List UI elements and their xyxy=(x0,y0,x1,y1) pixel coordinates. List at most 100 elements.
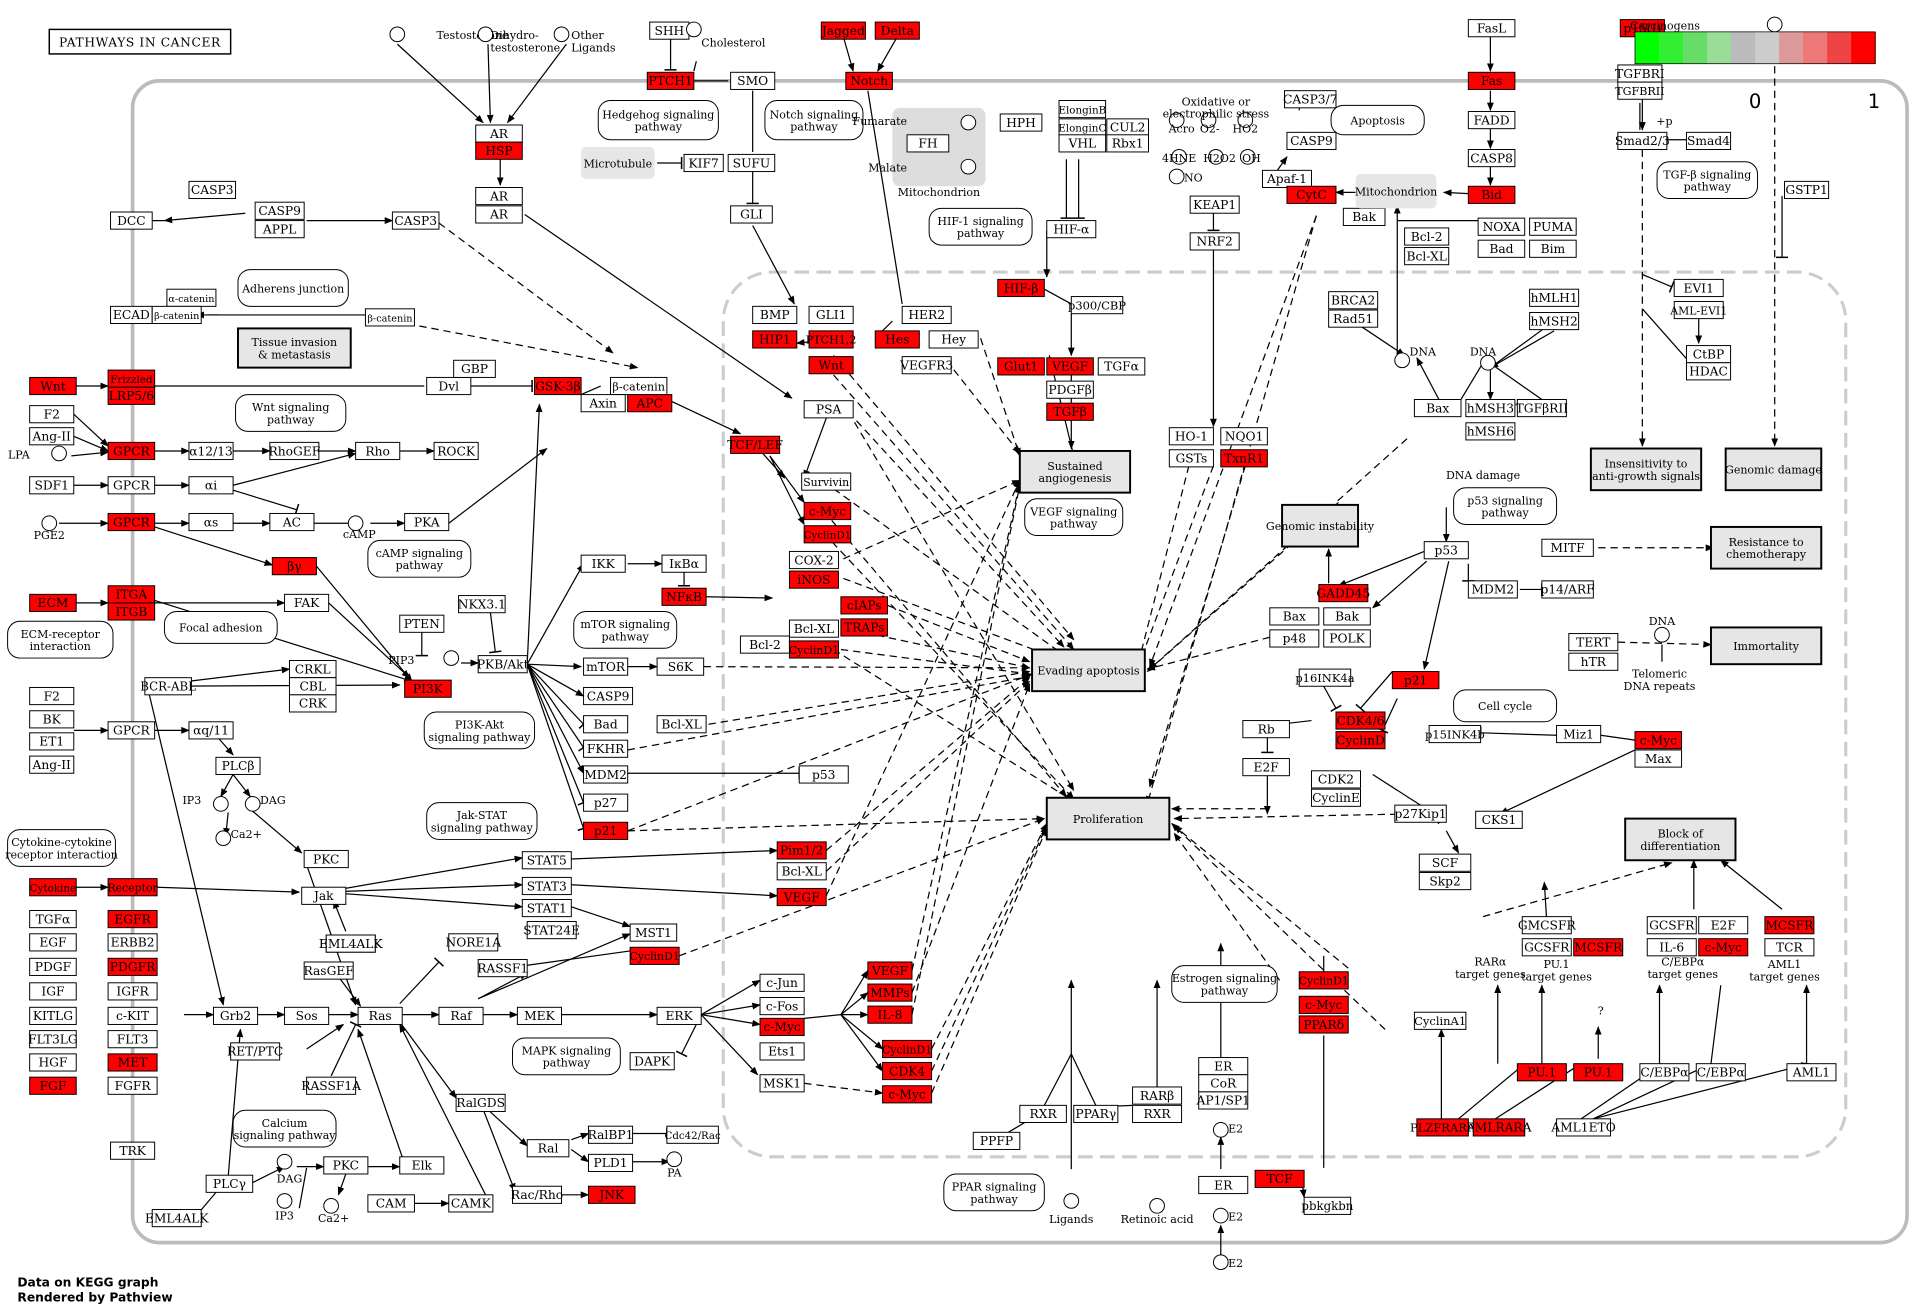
gene-node-ikba[interactable]: IκBα xyxy=(661,554,707,573)
gene-box[interactable] xyxy=(107,476,156,495)
compound-cholesterol[interactable]: Cholesterol xyxy=(686,21,766,50)
gene-box[interactable] xyxy=(928,330,979,349)
gene-box[interactable] xyxy=(583,821,629,840)
gene-box[interactable] xyxy=(1220,449,1268,468)
gene-node-igfr[interactable]: IGFR xyxy=(107,982,158,1001)
gene-box[interactable] xyxy=(1467,149,1516,168)
gene-box[interactable] xyxy=(808,356,854,375)
gene-node-aml1[interactable]: AML1 xyxy=(1786,1063,1837,1082)
gene-box[interactable] xyxy=(1132,1104,1183,1123)
gene-box[interactable] xyxy=(901,305,952,325)
compound-dna2[interactable]: DNA xyxy=(1470,345,1497,371)
compound-acro[interactable]: Acro xyxy=(1168,112,1195,136)
gene-box[interactable] xyxy=(1573,1063,1624,1082)
gene-node-rb[interactable]: Rb xyxy=(1242,720,1290,739)
gene-box[interactable] xyxy=(803,400,854,419)
compound-circle[interactable] xyxy=(323,1197,339,1214)
gene-node-glut1[interactable]: Glut1 xyxy=(997,357,1045,376)
gene-box[interactable] xyxy=(730,205,773,224)
gene-node-gpcr1[interactable]: GPCR xyxy=(107,441,156,461)
gene-box[interactable] xyxy=(1310,788,1361,807)
gene-node-keap1[interactable]: KEAP1 xyxy=(1189,195,1240,214)
gene-box[interactable] xyxy=(212,1006,259,1025)
gene-node-bcatenin1[interactable]: β-catenin xyxy=(151,305,202,325)
gene-node-dapk[interactable]: DAPK xyxy=(629,1052,675,1071)
gene-node-egf[interactable]: EGF xyxy=(29,933,77,952)
gene-box[interactable] xyxy=(1404,227,1450,246)
gene-node-tgfa2[interactable]: TGFα xyxy=(1097,357,1146,376)
gene-box[interactable] xyxy=(752,330,798,349)
gene-node-flt3[interactable]: FLT3 xyxy=(107,1030,158,1049)
gene-box[interactable] xyxy=(1106,134,1149,153)
phenotype-immort[interactable]: Immortality xyxy=(1709,626,1823,666)
gene-node-casp3b[interactable]: CASP3 xyxy=(391,211,440,230)
gene-box[interactable] xyxy=(1242,720,1290,739)
gene-box[interactable] xyxy=(1310,770,1361,789)
gene-node-tcflef[interactable]: TCF/LEF xyxy=(727,435,783,454)
gene-box[interactable] xyxy=(511,1185,562,1204)
gene-box[interactable] xyxy=(1303,1196,1352,1215)
gene-node-smad23[interactable]: Smad2/3 xyxy=(1615,131,1670,150)
compound-malate[interactable]: Malate xyxy=(868,158,977,175)
gene-node-gsts[interactable]: GSTs xyxy=(1168,449,1214,468)
gene-node-cdk2[interactable]: CDK2 xyxy=(1310,770,1361,789)
pathway-box[interactable] xyxy=(764,99,864,141)
phenotype-box[interactable] xyxy=(581,147,655,179)
gene-node-p300cbp[interactable]: p300/CBP xyxy=(1068,296,1126,315)
gene-node-elonginb[interactable]: ElonginB xyxy=(1058,99,1106,119)
gene-box[interactable] xyxy=(448,933,499,952)
gene-node-smad4[interactable]: Smad4 xyxy=(1685,131,1732,150)
gene-box[interactable] xyxy=(29,593,77,612)
gene-box[interactable] xyxy=(1467,185,1516,204)
gene-box[interactable] xyxy=(107,1030,158,1049)
pathway-box[interactable] xyxy=(232,1109,337,1148)
phenotype-box[interactable] xyxy=(1589,447,1703,492)
gene-node-rarb[interactable]: RARβ xyxy=(1132,1086,1183,1105)
gene-box[interactable] xyxy=(188,512,234,532)
compound-e2b[interactable]: E2 xyxy=(1212,1207,1243,1224)
gene-node-casp9b[interactable]: CASP9 xyxy=(1286,131,1337,150)
gene-box[interactable] xyxy=(301,886,347,905)
compound-dagb[interactable]: DAG xyxy=(277,1153,303,1186)
gene-node-hmlh1[interactable]: hMLH1 xyxy=(1529,288,1580,307)
pathway-box[interactable] xyxy=(426,802,538,840)
gene-node-ptch1[interactable]: PTCH1 xyxy=(646,71,695,90)
gene-node-raf[interactable]: Raf xyxy=(438,1006,484,1025)
gene-box[interactable] xyxy=(882,1039,933,1059)
gene-box[interactable] xyxy=(151,305,202,325)
gene-box[interactable] xyxy=(1413,1011,1467,1030)
gene-node-tgfbr2[interactable]: TGFBRII xyxy=(1615,81,1665,100)
pathway-box[interactable] xyxy=(1656,161,1759,200)
gene-box[interactable] xyxy=(1556,1118,1611,1137)
gene-box[interactable] xyxy=(867,983,913,1002)
gene-node-met[interactable]: MET xyxy=(107,1053,158,1072)
gene-node-jagged[interactable]: Jagged xyxy=(820,21,866,40)
gene-node-puma[interactable]: PUMA xyxy=(1529,217,1577,236)
gene-node-trk[interactable]: TRK xyxy=(110,1141,156,1160)
gene-node-egfr[interactable]: EGFR xyxy=(107,910,158,929)
gene-node-ap1sp1[interactable]: AP1/SP1 xyxy=(1196,1091,1250,1110)
gene-box[interactable] xyxy=(583,793,629,812)
gene-box[interactable] xyxy=(1568,633,1619,652)
gene-box[interactable] xyxy=(1477,239,1526,258)
pathway-box[interactable] xyxy=(1330,104,1425,136)
gene-box[interactable] xyxy=(1413,399,1462,418)
compound-circle[interactable] xyxy=(477,26,494,43)
gene-box[interactable] xyxy=(1568,652,1619,671)
gene-node-brca2[interactable]: BRCA2 xyxy=(1328,291,1379,310)
gene-box[interactable] xyxy=(1695,1063,1746,1082)
gene-node-bclxl1[interactable]: Bcl-XL xyxy=(1404,247,1450,266)
gene-node-rock[interactable]: ROCK xyxy=(433,441,479,461)
compound-h2o2[interactable]: H2O2 xyxy=(1203,149,1236,165)
gene-box[interactable] xyxy=(656,657,705,676)
gene-node-p27a[interactable]: p27 xyxy=(583,793,629,812)
gene-node-mcsfr2[interactable]: MCSFR xyxy=(1764,916,1815,935)
gene-node-p53a[interactable]: p53 xyxy=(798,765,849,784)
gene-node-wnt[interactable]: Wnt xyxy=(29,376,77,396)
gene-box[interactable] xyxy=(29,427,75,446)
compound-oh[interactable]: OH xyxy=(1239,149,1261,165)
gene-node-vegf1[interactable]: VEGF xyxy=(1046,357,1094,376)
gene-box[interactable] xyxy=(629,1052,675,1071)
gene-node-gstp1[interactable]: GSTP1 xyxy=(1784,180,1830,200)
